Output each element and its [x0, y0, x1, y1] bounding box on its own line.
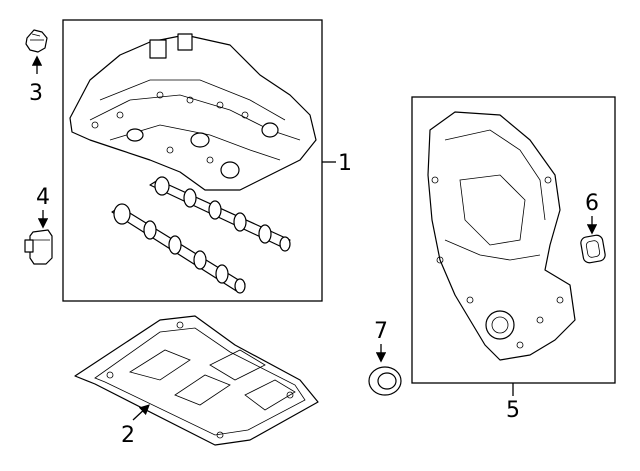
camshaft-upper[interactable] [149, 176, 291, 252]
part-7-crank-seal[interactable] [368, 366, 402, 396]
callout-7: 7 [374, 319, 388, 344]
callout-4: 4 [36, 185, 50, 210]
part-4-sensor[interactable] [24, 229, 53, 265]
callout-3: 3 [29, 81, 43, 106]
part-2-gasket[interactable] [74, 315, 319, 446]
part-6-seal[interactable] [580, 234, 606, 264]
callout-2: 2 [121, 423, 135, 448]
part-3-cap[interactable] [25, 29, 48, 53]
callout-6: 6 [585, 191, 599, 216]
leader-2 [132, 404, 150, 421]
camshaft-lower[interactable] [111, 203, 246, 294]
callout-5: 5 [506, 398, 520, 423]
cylinder-head-group-box [62, 19, 323, 302]
callout-1: 1 [338, 151, 352, 176]
timing-cover[interactable] [427, 111, 576, 361]
cylinder-head-cover[interactable] [69, 33, 317, 191]
